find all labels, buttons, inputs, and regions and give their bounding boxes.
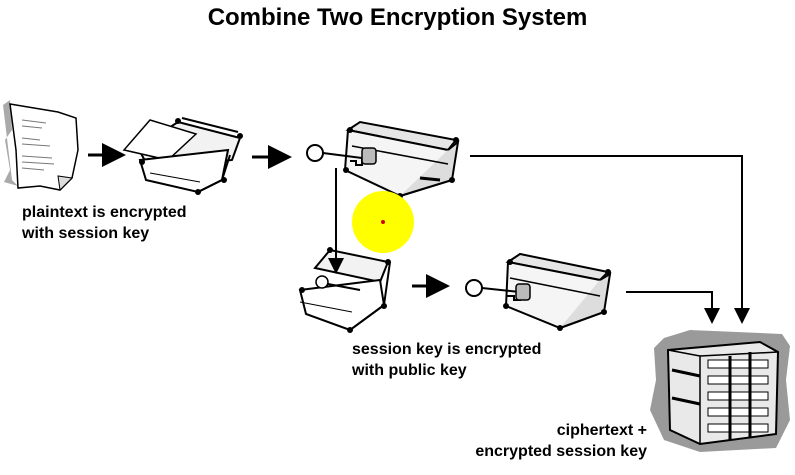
plaintext-caption-line2: with session key bbox=[22, 225, 150, 242]
open-box-with-key-icon bbox=[298, 247, 391, 333]
diagram-title: Combine Two Encryption System bbox=[207, 4, 588, 31]
locked-box-with-public-key-icon bbox=[465, 252, 612, 331]
cursor-pointer-dot bbox=[381, 220, 385, 224]
ciphertext-package-icon bbox=[650, 330, 790, 452]
ciphertext-caption-line2: encrypted session key bbox=[475, 443, 647, 460]
locked-box-with-key-icon bbox=[306, 120, 460, 199]
session-key-caption-line1: session key is encrypted bbox=[352, 341, 542, 358]
plaintext-caption: plaintext is encrypted with session key bbox=[22, 202, 187, 244]
open-box-with-paper-icon bbox=[122, 117, 243, 195]
ciphertext-caption-line1: ciphertext + bbox=[556, 422, 647, 439]
session-key-caption-line2: with public key bbox=[352, 362, 467, 379]
plaintext-caption-line1: plaintext is encrypted bbox=[22, 204, 187, 221]
ciphertext-caption: ciphertext + encrypted session key bbox=[475, 420, 647, 462]
arrow-locked-box-to-package bbox=[470, 155, 750, 324]
plaintext-document-icon bbox=[3, 100, 79, 192]
session-key-caption: session key is encrypted with public key bbox=[352, 339, 541, 381]
arrow-session-locked-box-to-package bbox=[626, 291, 720, 324]
